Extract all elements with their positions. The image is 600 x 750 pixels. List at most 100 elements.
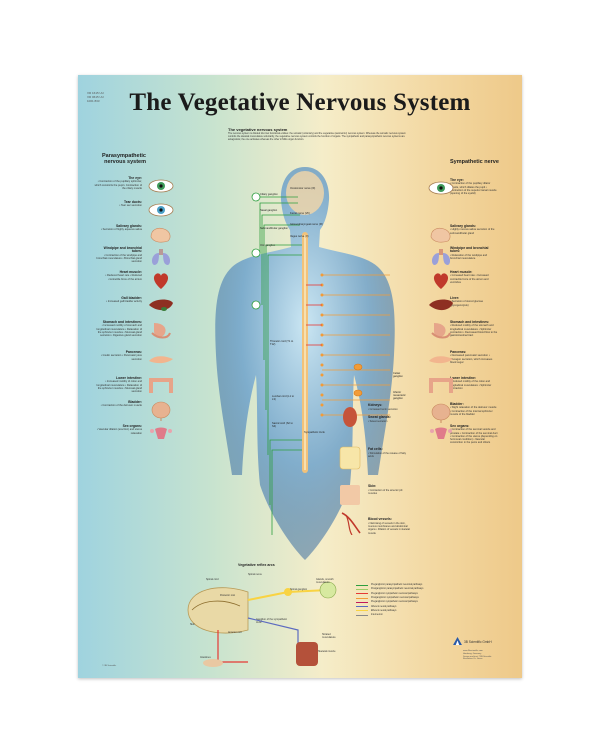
lungs-icon [146, 245, 176, 267]
entry-heading: Gall bladder: [121, 296, 142, 300]
entry-text: • Highly mucous saliva secretion of the … [450, 228, 495, 235]
entry-heading: Windpipe and bronchial tubes: [450, 246, 489, 254]
parasympathetic-entry: The eye:• Contraction of the pupillary s… [94, 176, 142, 190]
entry-text: • Increased motility of stomach and long… [96, 324, 142, 338]
parasympathetic-entry: Bladder:• Contraction of the detrusor mu… [94, 400, 142, 408]
label-vagus-nerve: Vagus nerve (X) [290, 235, 309, 238]
blood-vessels-text: • Narrowing of vessels in the skin, muco… [368, 522, 410, 535]
reflex-label-skin: Skin [190, 623, 195, 626]
entry-heading: Stomach and intestines: [450, 320, 490, 324]
entry-text: • Insulin secretion • Pancreatic juice s… [100, 354, 142, 361]
legend-swatch [356, 606, 368, 608]
sympathetic-entry: Salivary glands:• Highly mucous saliva s… [450, 224, 498, 235]
fat-cells-heading: Fat cells: [368, 447, 383, 451]
product-codes: VR 1615 UU VR 0615 UU 1001 833 [87, 91, 104, 103]
lungs-icon [426, 245, 456, 267]
entry-text: • Reduced motility of the stomach and lo… [450, 324, 498, 338]
entry-text: • Slight relaxation of the detrusor musc… [450, 406, 497, 416]
sympathetic-entry: Stomach and intestines:• Reduced motilit… [450, 320, 498, 338]
parasympathetic-entry: Sex organs:• Vascular dilation (erection… [94, 424, 142, 435]
3b-logo-icon [453, 637, 462, 645]
entry-text: • Contraction of the pupillary sphincter… [94, 180, 142, 190]
label-ciliary-ganglion: Ciliary ganglion [260, 193, 278, 196]
legend-label: Efferent neural pathways [371, 609, 397, 612]
entry-heading: Liver: [450, 296, 460, 300]
stomach-icon [426, 319, 456, 341]
blood-vessels-heading: Blood vessels: [368, 517, 392, 521]
reflex-label-skeletal-muscle: Skeletal muscle [318, 650, 336, 653]
legend-swatch [356, 588, 368, 590]
human-torso-figure [190, 155, 420, 565]
entry-heading: Heart muscle: [119, 270, 142, 274]
company-name: 3B Scientific GmbH [464, 640, 492, 644]
reflex-label-sympathetic-ganglion: Ganglion of the sympathetic trunk [256, 618, 287, 624]
pancreas-icon [146, 349, 176, 371]
sweat-glands-heading: Sweat glands: [368, 415, 391, 419]
intro-title: The vegetative nervous system [228, 127, 288, 132]
label-celiac-ganglion: Celiac ganglion [393, 372, 403, 378]
parasympathetic-entry: Tear ducts:• Tear sec secretion [94, 200, 142, 208]
legend-swatch [356, 593, 368, 595]
entry-text: • Decreased pancreatic secretion • Gluca… [450, 354, 493, 364]
pancreas-icon [426, 349, 456, 371]
legend-item: Efferent neural pathways [356, 609, 423, 613]
entry-heading: Heart muscle: [450, 270, 473, 274]
reflex-arcs-title: Vegetative reflex arcs [238, 563, 275, 567]
entry-text: • Increased motility of colon and longit… [96, 380, 142, 394]
sympathetic-entry: Heart muscle:• Increased heart rate • In… [450, 270, 498, 284]
legend-label: Preganglionic sympathetic neuronal pathw… [371, 592, 418, 595]
legend-swatch [356, 614, 368, 616]
entry-text: • Increased gall bladder activity [106, 300, 142, 304]
liver-icon [426, 295, 456, 317]
entry-text: • Increased heart rate • Increased contr… [450, 274, 489, 284]
legend-item: Preganglionic parasympathetic neuronal p… [356, 583, 423, 587]
uterus-icon [146, 423, 176, 445]
reflex-label-spinal-ganglion: Spinal ganglion [290, 588, 308, 591]
reflex-label-spinal-nerve: Spinal nerve [248, 573, 262, 576]
entry-text: • Contraction of the windpipe and bronch… [96, 253, 142, 264]
sympathetic-entry: Lower intestine:• Reduced motility of th… [450, 376, 498, 390]
reflex-label-intestines: Intestines [200, 656, 211, 659]
heart-icon [426, 269, 456, 291]
entry-heading: Pancreas: [125, 350, 142, 354]
colon-icon [146, 375, 176, 397]
kidneys-text: • Increased renin secretion [368, 408, 398, 411]
entry-heading: Salivary glands: [115, 224, 142, 228]
reflex-label-glands: Glands, smooth musculature [316, 578, 334, 584]
bladder-icon [146, 399, 176, 421]
intro-text: The nervous system is divided into two f… [228, 132, 406, 142]
heart-icon [146, 269, 176, 291]
sympathetic-title: Sympathetic nerve [450, 159, 499, 165]
poster-title: The Vegetative Nervous System [129, 89, 471, 116]
parasympathetic-entry: Salivary glands:• Secretion of highly aq… [94, 224, 142, 232]
entry-text: • Contraction of the detrusor muscle [100, 404, 142, 408]
publisher-info: www.3bscientific.com Hamburg, Germany De… [463, 650, 492, 661]
salivary-icon [146, 223, 176, 245]
entry-text: • Tear sec secretion [119, 204, 142, 208]
uterus-icon [426, 423, 456, 445]
entry-heading: Bladder: [128, 400, 142, 404]
entry-text: • Reduced motility of the colon and long… [450, 380, 492, 390]
entry-text: • Vascular dilation (erection) and uteru… [96, 428, 142, 435]
label-mesenteric-ganglion: Inferior mesenteric ganglion [393, 391, 406, 400]
poster: VR 1615 UU VR 0615 UU 1001 833 The Veget… [78, 75, 522, 678]
legend-label: Postganglionic parasympathetic neuronal … [371, 588, 424, 591]
entry-heading: Windpipe and bronchial tubes: [103, 246, 142, 254]
label-thoracic-cord: Thoracic cord (T1 to T12) [270, 340, 294, 346]
salivary-icon [426, 223, 456, 245]
eye-icon [146, 175, 176, 197]
stomach-icon [146, 319, 176, 341]
label-glossopharyngeal-nerve: Glossopharyngeal nerve (IX) [290, 223, 324, 226]
parasympathetic-entry: Stomach and intestines:• Increased motil… [94, 320, 142, 338]
legend-label: Preganglionic sympathetic neuronal pathw… [371, 601, 418, 604]
legend-item: Preganglionic sympathetic neuronal pathw… [356, 592, 423, 596]
fat-cells-text: • Stimulation of the release of fatty ac… [368, 452, 406, 459]
parasympathetic-entry: Lower intestine:• Increased motility of … [94, 376, 142, 394]
legend-item: Postganglionic sympathetic neuronal path… [356, 596, 423, 600]
legend-item: Postganglionic parasympathetic neuronal … [356, 587, 423, 591]
reflex-label-striated: Striated musculature [322, 633, 336, 639]
sympathetic-entry: Sex organs:• Contraction of the seminal … [450, 424, 498, 445]
reflex-label-spinal-cord: Spinal cord [206, 578, 219, 581]
entry-text: • Contraction of the pupillary dilator m… [450, 182, 497, 196]
reflex-label-anterior-root: Anterior root [228, 631, 242, 634]
